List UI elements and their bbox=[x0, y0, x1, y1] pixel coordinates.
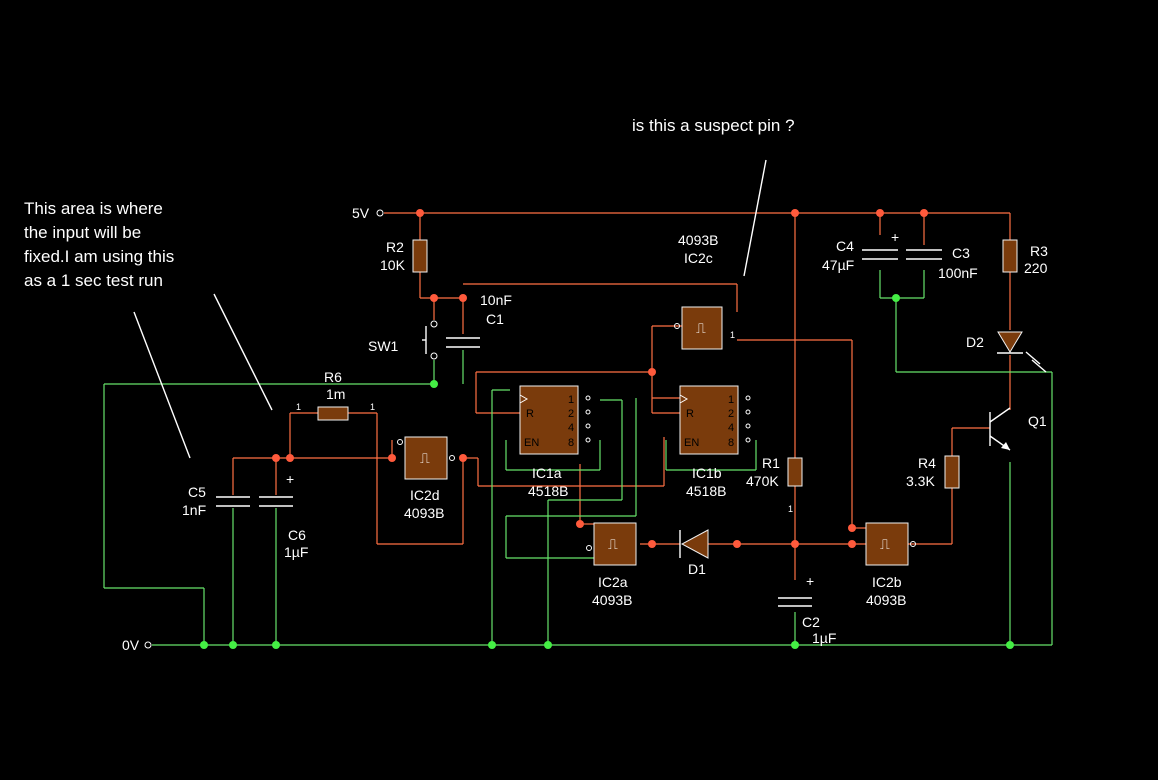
svg-text:1: 1 bbox=[568, 394, 574, 406]
svg-text:C4: C4 bbox=[836, 238, 854, 254]
svg-text:IC2a: IC2a bbox=[598, 574, 628, 590]
ic2d-gate: ⎍ IC2d 4093B bbox=[397, 436, 455, 521]
d1-diode: D1 bbox=[679, 529, 709, 577]
svg-text:R3: R3 bbox=[1030, 243, 1048, 259]
svg-text:R2: R2 bbox=[386, 239, 404, 255]
r2-resistor: R2 10K bbox=[380, 239, 428, 273]
annotation-left: This area is where the input will be fix… bbox=[24, 199, 273, 459]
r1-resistor: R1 470K bbox=[746, 455, 803, 489]
svg-text:1µF: 1µF bbox=[284, 544, 308, 560]
ic1a-counter: R EN 1 2 4 8 IC1a 4518B bbox=[519, 385, 591, 499]
svg-text:4093B: 4093B bbox=[678, 232, 718, 248]
r3-resistor: R3 220 bbox=[1002, 239, 1048, 276]
svg-text:⎍: ⎍ bbox=[696, 320, 706, 336]
svg-text:+: + bbox=[806, 573, 814, 589]
svg-text:4518B: 4518B bbox=[528, 483, 568, 499]
c4-capacitor: + C4 47µF bbox=[822, 229, 899, 273]
svg-text:4093B: 4093B bbox=[404, 505, 444, 521]
svg-text:3.3K: 3.3K bbox=[906, 473, 935, 489]
vcc-terminal bbox=[376, 209, 384, 217]
svg-text:C1: C1 bbox=[486, 311, 504, 327]
svg-text:10K: 10K bbox=[380, 257, 406, 273]
svg-text:IC2b: IC2b bbox=[872, 574, 902, 590]
svg-text:IC1b: IC1b bbox=[692, 465, 722, 481]
svg-text:1: 1 bbox=[296, 402, 301, 412]
r6-resistor: R6 1m bbox=[317, 369, 349, 421]
svg-text:is this a suspect pin ?: is this a suspect pin ? bbox=[632, 116, 795, 135]
gnd-label: 0V bbox=[122, 637, 140, 653]
svg-text:C2: C2 bbox=[802, 614, 820, 630]
svg-text:D2: D2 bbox=[966, 334, 984, 350]
svg-text:IC2d: IC2d bbox=[410, 487, 440, 503]
svg-text:+: + bbox=[891, 229, 899, 245]
svg-text:1: 1 bbox=[370, 402, 375, 412]
d2-led: D2 bbox=[966, 331, 1047, 373]
ic2b-gate: ⎍ IC2b 4093B bbox=[865, 522, 916, 608]
svg-text:C3: C3 bbox=[952, 245, 970, 261]
svg-text:⎍: ⎍ bbox=[420, 450, 430, 466]
svg-text:1: 1 bbox=[788, 504, 793, 514]
svg-text:⎍: ⎍ bbox=[608, 536, 618, 552]
c1-capacitor: 10nF C1 bbox=[446, 292, 512, 348]
svg-text:as a 1 sec test run: as a 1 sec test run bbox=[24, 271, 163, 290]
svg-text:10nF: 10nF bbox=[480, 292, 512, 308]
svg-text:4: 4 bbox=[568, 422, 574, 434]
gnd-wires bbox=[103, 270, 1053, 646]
svg-text:R: R bbox=[686, 408, 694, 420]
svg-text:1nF: 1nF bbox=[182, 502, 206, 518]
ic1b-counter: R EN 1 2 4 8 IC1b 4518B bbox=[679, 385, 751, 499]
svg-text:+: + bbox=[286, 471, 294, 487]
svg-text:2: 2 bbox=[568, 408, 574, 420]
svg-text:⎍: ⎍ bbox=[880, 536, 890, 552]
svg-text:C5: C5 bbox=[188, 484, 206, 500]
svg-text:8: 8 bbox=[568, 437, 574, 449]
svg-text:Q1: Q1 bbox=[1028, 413, 1047, 429]
svg-text:1: 1 bbox=[728, 394, 734, 406]
c3-capacitor: C3 100nF bbox=[906, 245, 978, 281]
vcc-label: 5V bbox=[352, 205, 370, 221]
c6-capacitor: + C6 1µF bbox=[259, 471, 308, 560]
q1-transistor: Q1 bbox=[989, 407, 1047, 451]
svg-text:4: 4 bbox=[728, 422, 734, 434]
junction-nodes-green bbox=[200, 294, 1014, 649]
svg-text:4518B: 4518B bbox=[686, 483, 726, 499]
pin-one-markers: 1 1 1 1 bbox=[296, 330, 793, 514]
svg-text:the input will be: the input will be bbox=[24, 223, 141, 242]
svg-text:SW1: SW1 bbox=[368, 338, 399, 354]
svg-text:4093B: 4093B bbox=[866, 592, 906, 608]
svg-text:8: 8 bbox=[728, 437, 734, 449]
svg-text:220: 220 bbox=[1024, 260, 1048, 276]
ic2c-gate: ⎍ 4093B IC2c bbox=[674, 232, 723, 350]
r4-resistor: R4 3.3K bbox=[906, 455, 960, 489]
svg-text:1m: 1m bbox=[326, 386, 345, 402]
svg-text:1: 1 bbox=[730, 330, 735, 340]
svg-text:2: 2 bbox=[728, 408, 734, 420]
svg-text:IC2c: IC2c bbox=[684, 250, 713, 266]
svg-text:C6: C6 bbox=[288, 527, 306, 543]
svg-text:EN: EN bbox=[684, 437, 699, 449]
annotation-top: is this a suspect pin ? bbox=[632, 116, 795, 277]
svg-text:R: R bbox=[526, 408, 534, 420]
svg-text:This area is where: This area is where bbox=[24, 199, 163, 218]
svg-text:47µF: 47µF bbox=[822, 257, 854, 273]
svg-text:IC1a: IC1a bbox=[532, 465, 562, 481]
svg-text:D1: D1 bbox=[688, 561, 706, 577]
svg-text:R4: R4 bbox=[918, 455, 936, 471]
svg-text:R6: R6 bbox=[324, 369, 342, 385]
gnd-terminal bbox=[144, 641, 152, 649]
ic2a-gate: ⎍ IC2a 4093B bbox=[586, 522, 637, 608]
c5-capacitor: C5 1nF bbox=[182, 484, 250, 518]
junction-nodes-red bbox=[272, 209, 928, 548]
svg-text:fixed.I am using this: fixed.I am using this bbox=[24, 247, 174, 266]
vcc-wires bbox=[232, 212, 1011, 580]
c2-capacitor: + C2 1µF bbox=[778, 573, 836, 646]
svg-text:100nF: 100nF bbox=[938, 265, 978, 281]
sw1-switch: SW1 bbox=[368, 320, 438, 360]
svg-text:EN: EN bbox=[524, 437, 539, 449]
svg-text:470K: 470K bbox=[746, 473, 779, 489]
svg-text:4093B: 4093B bbox=[592, 592, 632, 608]
svg-text:1µF: 1µF bbox=[812, 630, 836, 646]
svg-text:R1: R1 bbox=[762, 455, 780, 471]
